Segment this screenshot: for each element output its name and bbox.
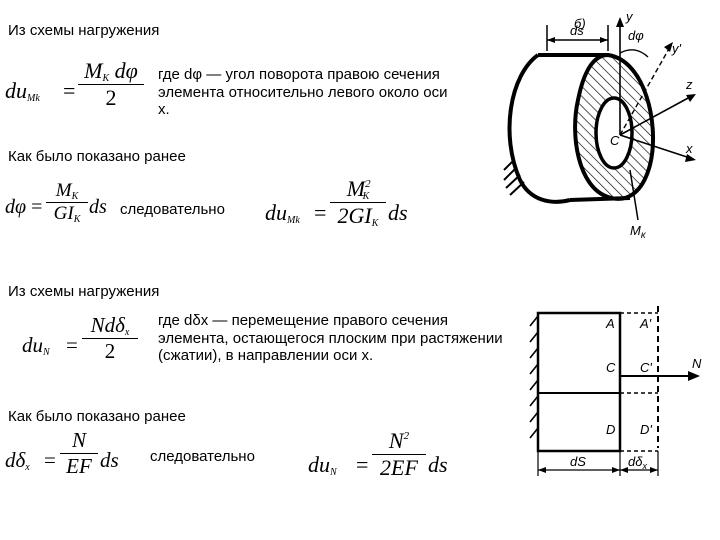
d-prime-label: D' (640, 422, 652, 437)
formula-5-equals: = (44, 448, 56, 472)
y-label: y (625, 9, 634, 24)
section2-therefore: следовательно (150, 448, 255, 465)
formula-1-lhs: duMk (5, 78, 40, 104)
formula-2-tail: ds (89, 196, 107, 218)
formula-4-fraction: Ndδx 2 (82, 313, 138, 364)
n-arrow-head-icon (688, 371, 700, 381)
ds-label: dS (570, 454, 586, 469)
a-label: A (605, 316, 615, 331)
z-axis (619, 96, 691, 136)
formula-5-fraction: N EF (60, 428, 98, 479)
section2-heading: Из схемы нагружения (8, 283, 160, 300)
n-label: N (692, 356, 702, 371)
section2-shown-earlier: Как было показано ранее (8, 408, 186, 425)
formula-6-tail: ds (428, 452, 448, 477)
c-label: C (610, 133, 620, 148)
formula-5-lhs: dδx (5, 448, 30, 473)
torsion-element-figure: б) ds dφ y y' z x C Mк (503, 9, 696, 241)
section1-therefore: следовательно (120, 201, 225, 218)
support-hatch-icon (503, 159, 525, 196)
formula-3-lhs: duMk (265, 200, 300, 226)
section1-shown-earlier: Как было показано ранее (8, 148, 186, 165)
formula-6-lhs: duN (308, 452, 337, 478)
z-label: z (685, 77, 693, 92)
c-label: C (606, 360, 616, 375)
formula-6-fraction: N2 2EF (372, 428, 426, 481)
inner-hole (594, 96, 634, 170)
formula-2-fraction: MK GIK (46, 180, 88, 225)
support-hatch-icon (529, 315, 539, 439)
formula-4-lhs: duN (22, 333, 50, 358)
y-prime-label: y' (671, 41, 682, 56)
section1-heading: Из схемы нагружения (8, 22, 160, 39)
dphi-label: dφ (628, 28, 644, 43)
figure-b-label: б) (574, 16, 586, 31)
dphi-arc (619, 49, 649, 58)
formula-4-equals: = (66, 333, 78, 357)
section2-note: где dδx — перемещение правого сечения эл… (158, 312, 503, 364)
x-label: x (685, 141, 693, 156)
formula-2-lhs: dφ = (5, 196, 43, 218)
formula-3-fraction: M2K 2GIK (330, 176, 386, 229)
formula-3-tail: ds (388, 200, 408, 225)
element-rectangle (536, 311, 622, 453)
c-prime-label: C' (640, 360, 652, 375)
section1-note: где dφ — угол поворота правою сечения эл… (158, 66, 448, 118)
formula-5-tail: ds (100, 448, 119, 472)
formula-6-equals: = (356, 452, 369, 477)
mk-label: Mк (630, 223, 647, 241)
tension-element-figure: A A' C C' N D D' dS dδx (529, 306, 702, 476)
y-prime-axis (619, 46, 671, 136)
ddelta-label: dδx (628, 454, 647, 471)
formula-1-equals: = (63, 78, 76, 103)
formula-1-fraction: MK dφ 2 (78, 58, 144, 111)
ds-label: ds (570, 23, 584, 38)
mk-leader-line (629, 169, 639, 221)
formula-3-equals: = (314, 200, 327, 225)
x-axis (619, 134, 691, 159)
back-face-outline (507, 53, 571, 204)
d-label: D (606, 422, 615, 437)
a-prime-label: A' (639, 316, 652, 331)
